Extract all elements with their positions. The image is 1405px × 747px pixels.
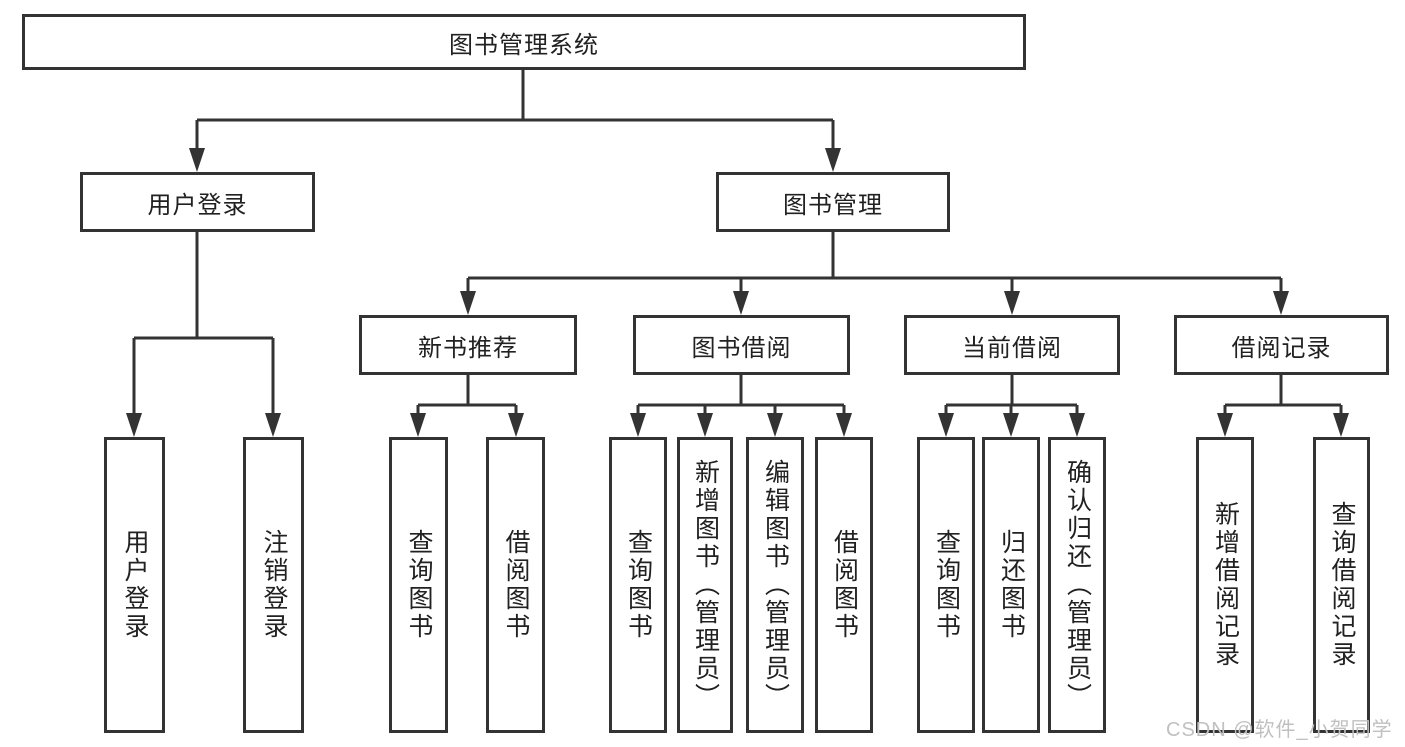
node-add-books-admin: 新增图书（管理员） [677, 437, 733, 733]
arrowhead-down-icon [733, 291, 749, 315]
node-query-books-2: 查询图书 [609, 437, 667, 733]
connector-new-book-recommend [410, 375, 524, 437]
arrowhead-down-icon [938, 413, 954, 437]
node-logout: 注销登录 [243, 437, 304, 733]
node-confirm-return-admin: 确认归还（管理员） [1048, 437, 1106, 733]
connector-book-borrowing [630, 375, 852, 437]
arrowhead-down-icon [767, 413, 783, 437]
node-add-borrow-record: 新增借阅记录 [1196, 437, 1254, 733]
node-book-borrowing: 图书借阅 [633, 315, 850, 375]
arrowhead-down-icon [1003, 413, 1019, 437]
arrowhead-down-icon [825, 148, 841, 172]
arrowhead-down-icon [1004, 291, 1020, 315]
arrowhead-down-icon [1333, 413, 1349, 437]
connector-user-login-branch [126, 232, 281, 437]
connector-current-borrowing [938, 375, 1085, 437]
node-query-books-3: 查询图书 [917, 437, 975, 733]
arrowhead-down-icon [189, 148, 205, 172]
arrowhead-down-icon [1273, 291, 1289, 315]
arrowhead-down-icon [265, 413, 281, 437]
arrowhead-down-icon [630, 413, 646, 437]
node-borrow-books-1: 借阅图书 [486, 437, 545, 733]
arrowhead-down-icon [460, 291, 476, 315]
node-query-borrow-record: 查询借阅记录 [1313, 437, 1370, 733]
arrowhead-down-icon [697, 413, 713, 437]
arrowhead-down-icon [1217, 413, 1233, 437]
node-user-login: 用户登录 [104, 437, 165, 733]
node-library-management-system: 图书管理系统 [22, 14, 1026, 70]
node-user-login-branch: 用户登录 [80, 172, 315, 232]
arrowhead-down-icon [836, 413, 852, 437]
arrowhead-down-icon [1069, 413, 1085, 437]
node-new-book-recommend: 新书推荐 [359, 315, 577, 375]
connector-borrowing-records [1217, 375, 1349, 437]
node-current-borrowing: 当前借阅 [904, 315, 1120, 375]
node-borrowing-records: 借阅记录 [1174, 315, 1389, 375]
watermark-text: CSDN @软件_小贺同学 [1166, 719, 1393, 741]
connector-book-management-branch [460, 232, 1289, 315]
node-borrow-books-2: 借阅图书 [815, 437, 873, 733]
arrowhead-down-icon [126, 413, 142, 437]
connector-root-to-level2 [189, 70, 841, 172]
node-book-management-branch: 图书管理 [716, 172, 950, 232]
node-query-books-1: 查询图书 [389, 437, 448, 733]
node-return-books: 归还图书 [982, 437, 1040, 733]
node-edit-books-admin: 编辑图书（管理员） [746, 437, 804, 733]
arrowhead-down-icon [508, 413, 524, 437]
arrowhead-down-icon [410, 413, 426, 437]
